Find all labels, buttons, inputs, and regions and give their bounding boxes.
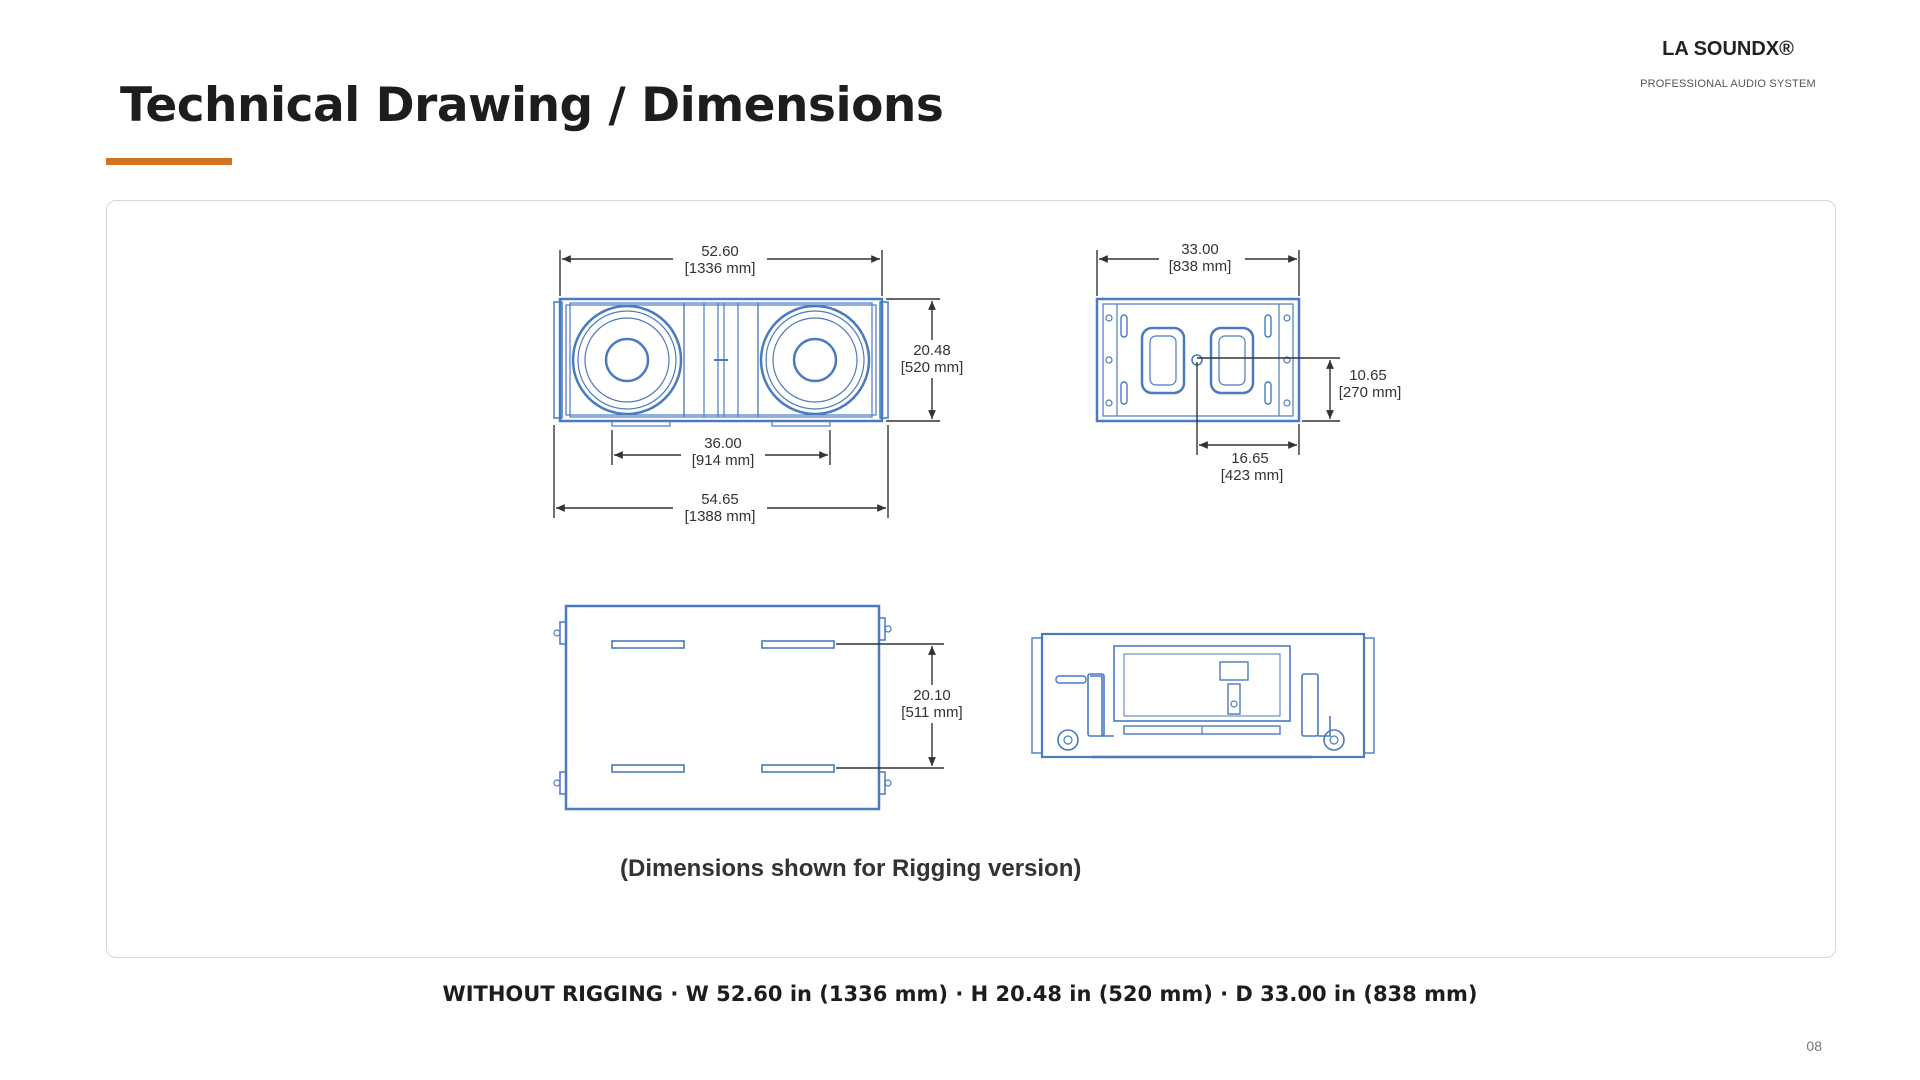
center-horn-section — [683, 302, 759, 418]
overall-width-label: 54.65 — [701, 491, 739, 508]
rigging-depth-mm-label: [423 mm] — [1221, 467, 1284, 484]
side-depth-label: 33.00 — [1181, 241, 1219, 258]
dimension-spec-line: WITHOUT RIGGING · W 52.60 in (1336 mm) ·… — [442, 982, 1478, 1006]
front-width-mm-label: [1336 mm] — [685, 260, 756, 277]
left-woofer — [569, 302, 685, 418]
rigging-height-mm-label: [270 mm] — [1339, 384, 1402, 401]
page-title: Technical Drawing / Dimensions — [120, 78, 944, 133]
title-accent-bar — [106, 158, 232, 165]
side-depth-mm-label: [838 mm] — [1169, 258, 1232, 275]
side-view — [1095, 297, 1301, 423]
brand-logo-name: LA SOUNDX® — [1662, 38, 1794, 60]
page-number: 08 — [1806, 1038, 1822, 1054]
drawing-caption: (Dimensions shown for Rigging version) — [620, 855, 1082, 882]
inner-width-label: 36.00 — [704, 435, 742, 452]
inner-width-mm-label: [914 mm] — [692, 452, 755, 469]
brand-tagline: PROFESSIONAL AUDIO SYSTEM — [1640, 78, 1816, 90]
side-handles — [1140, 326, 1255, 395]
front-height-label: 20.48 — [913, 342, 951, 359]
right-woofer — [757, 302, 873, 418]
top-depth-mm-label: [511 mm] — [901, 704, 962, 721]
overall-width-mm-label: [1388 mm] — [685, 508, 756, 525]
rigging-height-label: 10.65 — [1349, 367, 1387, 384]
rigging-depth-label: 16.65 — [1231, 450, 1269, 467]
front-view — [553, 297, 889, 427]
rear-view — [1031, 632, 1375, 759]
top-depth-label: 20.10 — [913, 687, 951, 704]
front-height-mm-label: [520 mm] — [901, 359, 964, 376]
technical-drawing-panel — [106, 200, 1836, 958]
top-view — [553, 604, 892, 811]
front-width-label: 52.60 — [701, 243, 739, 260]
